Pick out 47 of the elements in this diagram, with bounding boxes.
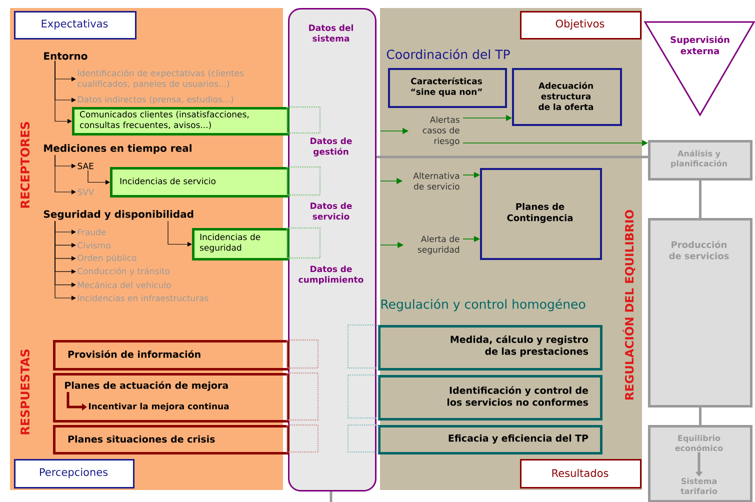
list-item: Conducción y tránsito <box>78 267 170 276</box>
input-box: Incidencias de servicio <box>110 167 290 198</box>
alert-text: Alerta de seguridad <box>418 236 460 254</box>
list-item: Incidencias en infraestructuras <box>78 294 208 302</box>
data-column: Datos del sistema Datos de gestión Datos de servicio Datos de cumplimiento <box>288 8 376 492</box>
heading: Entorno <box>44 52 88 60</box>
plan-box: Planes de Contingencia <box>480 168 602 260</box>
heading: Mediciones en tiempo real <box>44 144 192 154</box>
heading-box: Percepciones <box>14 459 134 488</box>
box-text: Planes de actuación de mejora <box>65 381 228 391</box>
process-box <box>648 425 752 502</box>
arrow <box>54 220 76 300</box>
response-box: Planes situaciones de crisis <box>53 425 290 454</box>
list-item: Orden público <box>78 254 136 263</box>
panel-label: RESPUESTAS <box>20 350 30 434</box>
objective-box: Adecuación estructura de la oferta <box>512 68 622 126</box>
response-box: Provisión de información <box>53 340 290 370</box>
response-box <box>53 373 290 422</box>
heading: Seguridad y disponibilidad <box>44 210 194 220</box>
alert-text: Alertas casos de riesgo <box>422 116 460 146</box>
box-text: Equilibrio económico <box>675 434 723 452</box>
panel-label: REGULACIÓN DEL EQUILIBRIO <box>622 210 636 400</box>
heading-box: Resultados <box>520 459 642 488</box>
alert-text: Alternativa de servicio <box>413 172 460 190</box>
objective-box: Características “sine qua non” <box>388 68 507 108</box>
list-item: Fraude <box>78 228 106 236</box>
control-box: Medida, cálculo y registro de las prestaciones <box>378 325 602 370</box>
control-box: Identificación y control de los servicios no conformes <box>378 375 602 420</box>
control-box: Eficacia y eficiencia del TP <box>378 425 602 454</box>
arrow <box>54 154 76 194</box>
list-item: SVV <box>78 188 94 196</box>
process-box: Producción de servicios <box>648 218 752 408</box>
list-item: Mecánica del vehiculo <box>78 281 171 288</box>
box-text: Sistema tarifario <box>680 478 718 494</box>
list-item: SAE <box>78 162 94 170</box>
input-box: Incidencias de seguridad <box>192 228 290 260</box>
heading-box: Objetivos <box>520 11 642 40</box>
process-box: Análisis y planificación <box>648 140 752 180</box>
panel-label: Regulación y control homogéneo <box>381 298 586 312</box>
list-item: Civismo <box>78 242 110 248</box>
panel-label: RECEPTORES <box>20 122 30 208</box>
box-text: Incentivar la mejora continua <box>89 402 229 412</box>
input-box: Comunicados clientes (insatisfacciones, consultas frecuentes, avisos...) <box>72 107 290 136</box>
list-item: Identificación de expectativas (clientes cualificados, paneles de usuarios...) <box>78 69 244 89</box>
heading-box: Expectativas <box>14 11 136 40</box>
list-item: Datos indirectos (prensa, estudios...) <box>78 96 234 104</box>
panel-label: Coordinación del TP <box>386 48 510 60</box>
